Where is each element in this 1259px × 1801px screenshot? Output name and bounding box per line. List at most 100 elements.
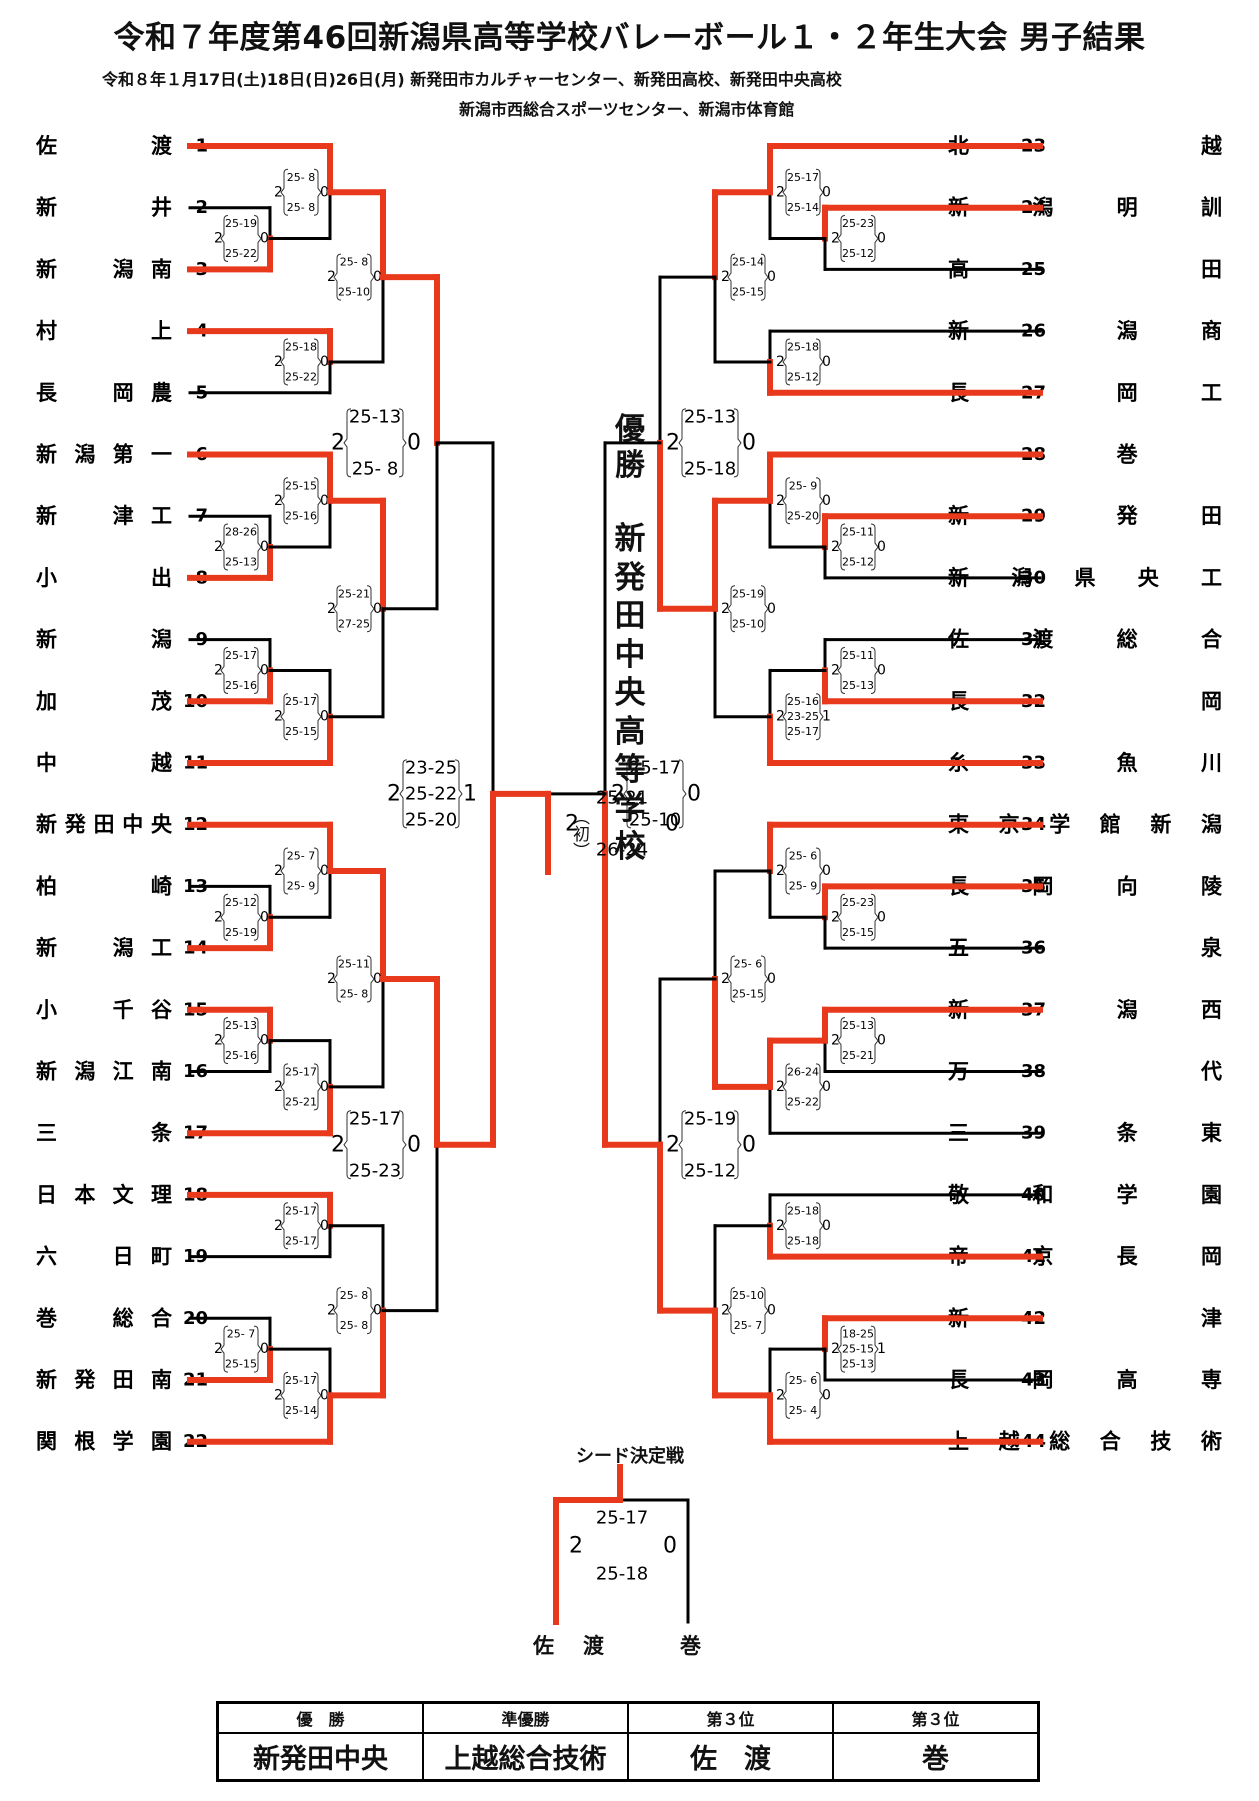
team-name-char: 井 <box>151 196 172 220</box>
set-score: 25-22 <box>405 783 457 804</box>
sets-won: 2 <box>274 863 283 879</box>
set-score: 25-13 <box>225 556 257 569</box>
seed-match-title: シード決定戦 <box>576 1446 684 1467</box>
set-score: 25-15 <box>225 1358 257 1371</box>
venues-line2: 新潟市西総合スポーツセンター、新潟市体育館 <box>459 100 795 119</box>
sets-lost: 0 <box>822 863 831 879</box>
team-name-char: 学 <box>1117 1183 1138 1207</box>
set-score: 25- 6 <box>789 1374 817 1387</box>
team-name-char: 一 <box>151 443 172 467</box>
sets-lost: 0 <box>822 493 831 509</box>
set-score: 25- 7 <box>287 849 315 862</box>
score-brace-left <box>837 646 846 694</box>
score-brace-right <box>870 1325 879 1373</box>
sets-won: 2 <box>327 971 336 987</box>
set-score: 25-13 <box>349 406 401 427</box>
sets-won: 2 <box>831 231 840 247</box>
team-name-char: 田 <box>113 1368 134 1392</box>
sets-won: 2 <box>214 1033 223 1049</box>
team-name-char: 総 <box>1117 628 1138 652</box>
set-score: 25- 9 <box>287 879 315 892</box>
sets-lost: 0 <box>407 1132 421 1157</box>
set-score: 25- 8 <box>340 1289 368 1302</box>
score-brace-right <box>815 1202 824 1250</box>
sets-won: 2 <box>331 1132 345 1157</box>
sets-lost: 0 <box>373 601 382 617</box>
team-name-char: 津 <box>113 504 134 528</box>
score-brace-left <box>837 1017 846 1065</box>
sets-lost: 0 <box>260 1033 269 1049</box>
team-name-char: 新 <box>36 504 57 528</box>
sets-won: 2 <box>327 269 336 285</box>
score-brace-left <box>837 523 846 571</box>
score-brace-left <box>343 408 352 478</box>
header-runner-up: 準優勝 <box>422 1701 629 1734</box>
sets-lost: 0 <box>407 430 421 455</box>
team-name-char: 東 <box>1201 1121 1222 1145</box>
team-name-char: 巻 <box>35 1306 57 1330</box>
set-score: 25- 6 <box>789 849 817 862</box>
set-score: 25-11 <box>338 957 370 970</box>
set-score: 25-13 <box>842 1358 874 1371</box>
sets-won: 2 <box>721 1303 730 1319</box>
set-score: 25-23 <box>842 896 874 909</box>
sets-lost: 0 <box>877 662 886 678</box>
score-brace-left <box>837 893 846 941</box>
team-name-char: 専 <box>1201 1368 1222 1392</box>
team-name-char: 岡 <box>1201 1245 1222 1269</box>
page-title: 令和７年度第46回新潟県高等学校バレーボール１・２年生大会 男子結果 <box>113 20 1146 56</box>
score-brace-right <box>253 893 262 941</box>
score-brace-right <box>313 338 322 386</box>
score-brace-left <box>837 1325 846 1373</box>
set-score: 25-12 <box>842 247 874 260</box>
final-set-score: 25-21 <box>596 787 648 808</box>
sets-won: 2 <box>214 662 223 678</box>
sets-won: 2 <box>274 354 283 370</box>
sets-won: 2 <box>327 1303 336 1319</box>
set-score: 25-10 <box>732 617 764 630</box>
sets-lost: 0 <box>687 781 701 806</box>
score-brace-right <box>815 338 824 386</box>
team-name-char: 南 <box>151 257 172 281</box>
seed-team-a: 佐 渡 <box>533 1634 608 1658</box>
sets-lost: 0 <box>260 231 269 247</box>
sets-lost: 0 <box>877 231 886 247</box>
score-brace-left <box>727 253 736 301</box>
set-score: 25- 8 <box>287 201 315 214</box>
score-brace-left <box>678 408 687 478</box>
sets-lost: 0 <box>742 1132 756 1157</box>
score-brace-right <box>366 253 375 301</box>
score-brace-left <box>280 1063 289 1111</box>
set-score: 25-17 <box>787 171 819 184</box>
team-name-char: 谷 <box>151 998 173 1022</box>
team-name-char: 発 <box>1116 504 1139 528</box>
score-brace-right <box>815 1371 824 1419</box>
sets-lost: 0 <box>260 662 269 678</box>
score-brace-right <box>398 408 407 478</box>
sets-lost: 0 <box>320 863 329 879</box>
score-brace-right <box>870 523 879 571</box>
team-name-char: 長 <box>1117 1245 1139 1269</box>
set-score: 25-12 <box>787 370 819 383</box>
sets-lost: 0 <box>373 269 382 285</box>
score-brace-left <box>782 1371 791 1419</box>
sets-won: 2 <box>274 493 283 509</box>
set-score: 25- 6 <box>734 957 762 970</box>
team-name-char: 千 <box>113 998 134 1022</box>
set-score: 25-17 <box>225 649 257 662</box>
score-brace-right <box>870 1017 879 1065</box>
score-brace-right <box>733 408 742 478</box>
team-name-char: 学 <box>113 1430 134 1454</box>
team-name-char: 根 <box>74 1430 95 1454</box>
team-name-char: 江 <box>113 1060 134 1084</box>
sets-won: 2 <box>331 430 345 455</box>
sets-lost: 0 <box>822 1079 831 1095</box>
sets-lost: 0 <box>822 184 831 200</box>
team-name-char: 津 <box>1201 1306 1222 1330</box>
first-title-note: （初） <box>568 808 590 864</box>
set-score: 25-16 <box>285 509 317 522</box>
score-brace-right <box>815 477 824 525</box>
team-name-char: 本 <box>74 1183 95 1207</box>
set-score: 25-20 <box>405 809 457 830</box>
score-brace-right <box>870 646 879 694</box>
